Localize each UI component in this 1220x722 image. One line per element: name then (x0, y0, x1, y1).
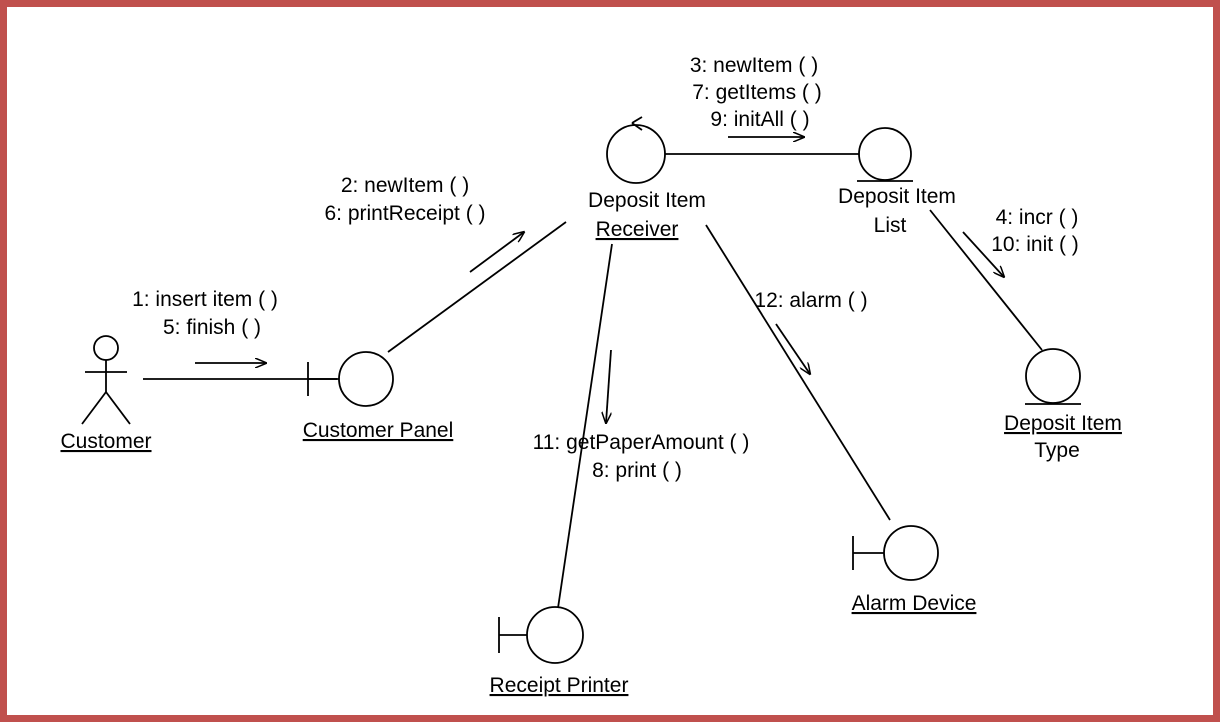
link-receiver-alarm (705, 224, 891, 521)
link-receiver-printer (557, 243, 613, 609)
link-panel-receiver (387, 221, 567, 353)
msg-receiver-printer-1: 11: getPaperAmount ( ) (533, 431, 750, 454)
customer-panel-label: Customer Panel (303, 419, 454, 442)
msg-panel-receiver-2: 6: printReceipt ( ) (324, 202, 485, 225)
msg-list-type-1: 4: incr ( ) (996, 206, 1079, 229)
msg-panel-receiver-1: 2: newItem ( ) (341, 174, 469, 197)
receipt-printer-label: Receipt Printer (490, 674, 629, 697)
msg-list-type-2: 10: init ( ) (991, 233, 1079, 256)
list-entity-icon (857, 127, 913, 182)
type-entity-icon (1025, 348, 1081, 405)
msg-customer-panel-1: 1: insert item ( ) (132, 288, 278, 311)
alarm-device-boundary-icon (852, 525, 939, 581)
arrow-panel-to-receiver (469, 232, 524, 273)
customer-label: Customer (60, 430, 151, 453)
customer-actor-icon (81, 335, 131, 425)
msg-customer-panel-2: 5: finish ( ) (163, 316, 261, 339)
link-list-type (929, 209, 1043, 351)
type-label-line2: Type (1034, 439, 1080, 462)
msg-receiver-alarm-1: 12: alarm ( ) (754, 289, 867, 312)
receiver-label-line2: Receiver (596, 218, 679, 241)
arrow-receiver-to-alarm (775, 323, 810, 374)
alarm-device-label: Alarm Device (852, 592, 977, 615)
msg-receiver-list-2: 7: getItems ( ) (692, 81, 822, 104)
msg-receiver-list-1: 3: newItem ( ) (690, 54, 818, 77)
msg-receiver-printer-2: 8: print ( ) (592, 459, 682, 482)
list-label-line1: Deposit Item (838, 185, 956, 208)
receipt-printer-boundary-icon (498, 606, 584, 664)
customer-panel-boundary-icon (307, 351, 394, 407)
arrow-list-to-type (962, 231, 1004, 277)
msg-receiver-list-3: 9: initAll ( ) (710, 108, 809, 131)
receiver-control-icon (606, 116, 666, 184)
receiver-label-line1: Deposit Item (588, 189, 706, 212)
type-label-line1: Deposit Item (1004, 412, 1122, 435)
list-label-line2: List (874, 214, 907, 237)
arrow-receiver-to-printer (606, 349, 612, 423)
